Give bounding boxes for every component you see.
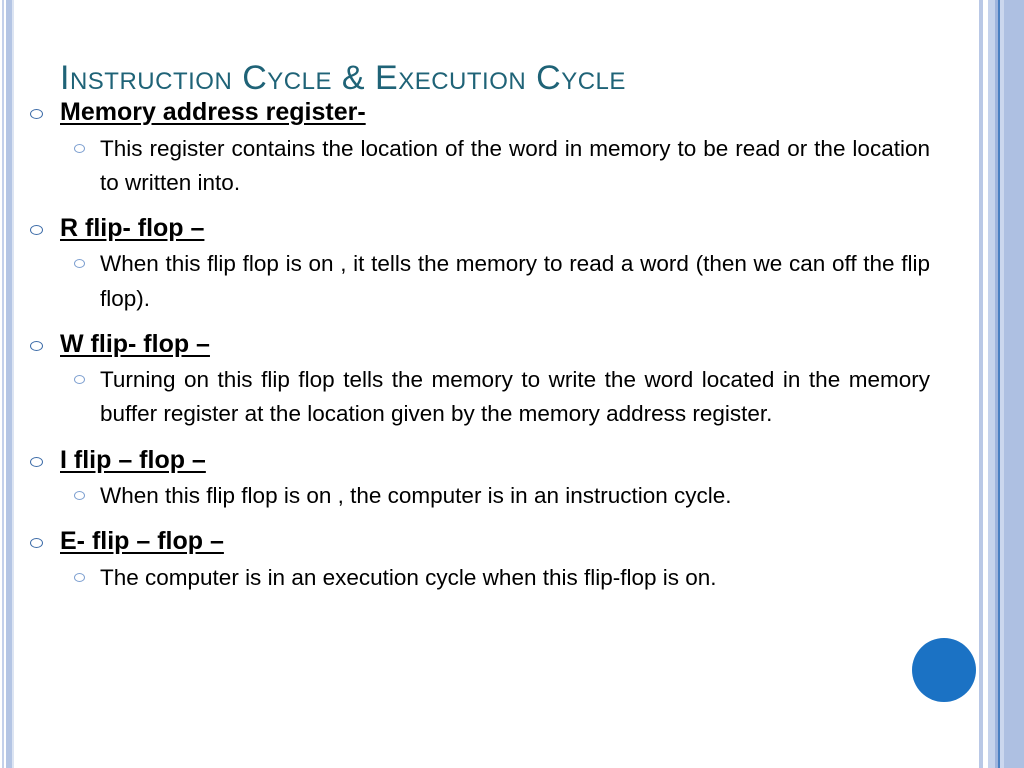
right-stripe-3 — [988, 0, 995, 768]
bullet-level1-label: R flip- flop – — [60, 213, 205, 242]
right-stripe-1 — [979, 0, 983, 768]
bullet-level1-memory-address-register: Memory address register- — [14, 98, 930, 128]
bullet-level2-memory-address-register: This register contains the location of t… — [14, 132, 930, 200]
right-stripe-7 — [1004, 0, 1024, 768]
bullet-level1-i-flip-flop: I flip – flop – — [14, 446, 930, 476]
bullet-level2-label: The computer is in an execution cycle wh… — [100, 564, 717, 590]
circle-sub-bullet-icon — [74, 375, 85, 385]
circle-bullet-icon — [30, 456, 43, 467]
left-stripe-2 — [5, 0, 6, 768]
bullet-level1-w-flip-flop: W flip- flop – — [14, 330, 930, 360]
circle-sub-bullet-icon — [74, 259, 85, 269]
bullet-level1-label: I flip – flop – — [60, 445, 206, 474]
circle-sub-bullet-icon — [74, 491, 85, 501]
slide-body-content: Memory address register- This register c… — [14, 98, 930, 605]
bullet-level2-label: Turning on this flip flop tells the memo… — [100, 367, 930, 427]
bullet-level1-r-flip-flop: R flip- flop – — [14, 214, 930, 244]
bullet-level1-label: W flip- flop – — [60, 329, 210, 358]
left-stripe-3 — [6, 0, 12, 768]
circle-bullet-icon — [30, 538, 43, 549]
bullet-level1-e-flip-flop: E- flip – flop – — [14, 527, 930, 557]
circle-bullet-icon — [30, 109, 43, 119]
circle-bullet-icon — [30, 224, 43, 235]
bullet-level2-e-flip-flop: The computer is in an execution cycle wh… — [14, 561, 930, 595]
slide-title: Instruction Cycle & Execution Cycle — [60, 58, 626, 97]
bullet-level2-label: When this flip flop is on , it tells the… — [100, 251, 930, 311]
right-stripe-2 — [983, 0, 988, 768]
left-stripe-1 — [2, 0, 4, 768]
right-decoration-stripes — [976, 0, 1024, 768]
bullet-level2-r-flip-flop: When this flip flop is on , it tells the… — [14, 247, 930, 315]
circle-sub-bullet-icon — [74, 572, 85, 582]
circle-bullet-icon — [30, 340, 43, 351]
decorative-blue-circle — [912, 638, 976, 702]
right-stripe-5 — [998, 0, 1000, 768]
right-stripe-4 — [995, 0, 998, 768]
bullet-level2-label: When this flip flop is on , the computer… — [100, 483, 732, 509]
circle-sub-bullet-icon — [74, 143, 85, 153]
bullet-level1-label: E- flip – flop – — [60, 527, 224, 556]
bullet-level1-label: Memory address register- — [60, 98, 366, 126]
bullet-level2-i-flip-flop: When this flip flop is on , the computer… — [14, 479, 930, 513]
bullet-level2-label: This register contains the location of t… — [100, 135, 930, 195]
right-stripe-6 — [1000, 0, 1004, 768]
bullet-level2-w-flip-flop: Turning on this flip flop tells the memo… — [14, 363, 930, 431]
